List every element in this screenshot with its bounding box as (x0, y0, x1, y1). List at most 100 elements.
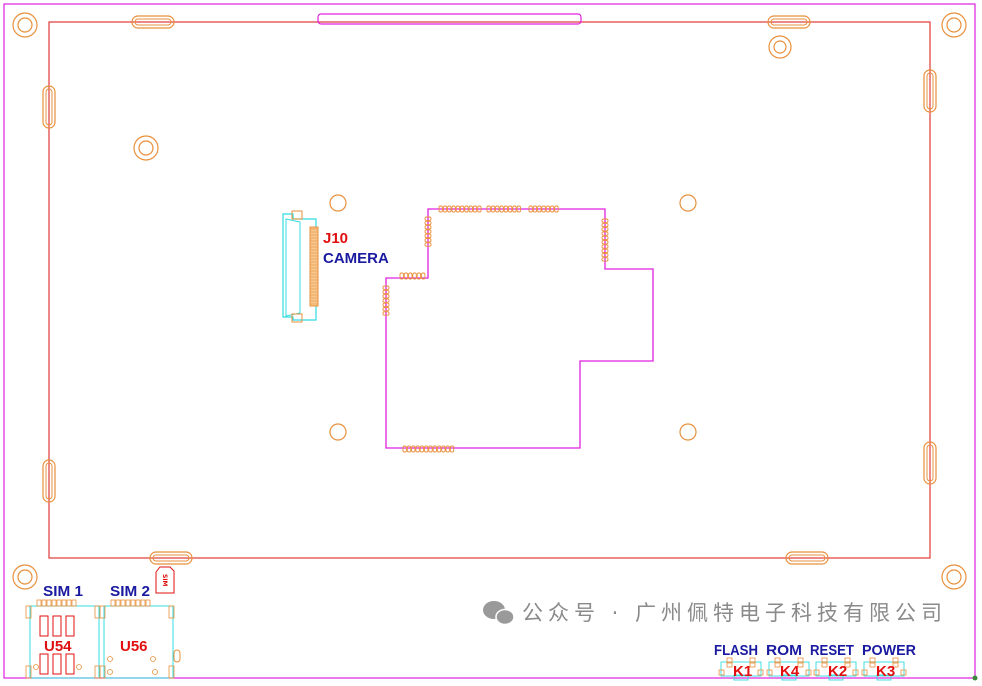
sim-contact (39, 653, 49, 675)
sim-side-pad (99, 605, 106, 619)
sim-side-pad (99, 665, 106, 679)
key-outline (815, 661, 857, 677)
key-tab (733, 674, 749, 681)
key-pad (718, 669, 725, 676)
standoff-hole (329, 423, 347, 441)
module-pad (601, 244, 609, 249)
k3-ref: K3 (876, 663, 895, 680)
standoff-hole (679, 194, 697, 212)
module-pad (601, 231, 609, 236)
module-pad (415, 445, 420, 453)
key-pad (861, 669, 868, 676)
module-pad (424, 242, 432, 247)
sim-contact (39, 615, 49, 637)
connector-ref: J10 (323, 230, 348, 247)
sim2-label: SIM 2 (110, 583, 150, 600)
module-pad (424, 445, 429, 453)
module-pad (460, 205, 465, 213)
module-pad (528, 205, 533, 213)
module-pad (503, 205, 509, 213)
key-pad (749, 657, 756, 664)
module-pad (449, 445, 455, 453)
mounting-slot-inner (926, 444, 934, 482)
sim-pad (110, 599, 116, 607)
module-pad (382, 311, 390, 316)
mounting-hole (941, 12, 967, 38)
sim-pad (125, 599, 131, 607)
board-outline (3, 3, 976, 679)
sim-pad (130, 599, 136, 607)
sim-contact (65, 653, 75, 675)
module-pad (382, 302, 390, 308)
module-pad (411, 445, 416, 453)
corner-mark (972, 675, 978, 681)
module-pad (424, 216, 432, 221)
key-power-label: POWER (862, 642, 916, 659)
display-area-outline (48, 21, 931, 559)
sim-pad (51, 599, 57, 607)
mounting-slot (923, 69, 937, 113)
sim-pad (41, 599, 47, 607)
mounting-hole (12, 564, 38, 590)
module-pad (601, 235, 609, 241)
mounting-slot (42, 85, 56, 129)
key-tab (876, 674, 892, 681)
k2-ref: K2 (828, 663, 847, 680)
camera-connector-j10: J10 CAMERA (282, 210, 389, 323)
module-pad (464, 205, 469, 213)
key-pad (797, 657, 804, 664)
mounting-hole-inner (138, 140, 154, 156)
sim-pad (135, 599, 141, 607)
mounting-slot (131, 15, 175, 29)
mounting-slot (767, 15, 811, 29)
mounting-slot (42, 459, 56, 503)
key-pad (766, 669, 773, 676)
module-pad (545, 205, 551, 213)
sim-hole (76, 664, 82, 670)
mounting-hole-inner (946, 569, 962, 585)
key-outline (863, 661, 905, 677)
key-tab (828, 674, 844, 681)
sim-hole (150, 656, 156, 662)
mounting-slot-inner (770, 18, 808, 26)
mounting-hole-inner (946, 17, 962, 33)
standoff-hole (329, 194, 347, 212)
sim-pad (140, 599, 146, 607)
module-outline (385, 208, 654, 449)
module-pad (601, 227, 609, 232)
mounting-slot-inner (134, 18, 172, 26)
sim-pad (56, 599, 62, 607)
sim-pad (36, 599, 42, 607)
mounting-slot-inner (926, 72, 934, 110)
mounting-slot-inner (45, 88, 53, 126)
module-pad (601, 218, 609, 223)
module-pad (445, 445, 450, 453)
key-outline (768, 661, 810, 677)
key-pad (797, 661, 804, 668)
sim-side-pad (168, 605, 175, 619)
module-pad (495, 205, 500, 213)
module-pad (416, 272, 422, 280)
module-pad (382, 294, 390, 299)
module-pad (601, 240, 609, 245)
module-pad (601, 252, 609, 258)
module-pads (382, 205, 609, 453)
sim-pad (145, 599, 151, 607)
key-pad (821, 661, 828, 668)
sim-hole (107, 669, 113, 675)
module-pad (424, 225, 432, 230)
module-pad (382, 307, 390, 312)
module-pad (550, 205, 555, 213)
mounting-slot (785, 551, 829, 565)
mounting-hole (133, 135, 159, 161)
watermark: 公众号 · 广州佩特电子科技有限公司 (483, 601, 942, 626)
sim-hole (152, 669, 158, 675)
module-pad (601, 222, 609, 228)
module-pad (512, 205, 517, 213)
module-pad (537, 205, 542, 213)
watermark-text: 公众号 · 广州佩特电子科技有限公司 (522, 601, 942, 625)
key-pad (869, 657, 876, 664)
module-pad (438, 205, 443, 213)
key-pad (757, 669, 764, 676)
